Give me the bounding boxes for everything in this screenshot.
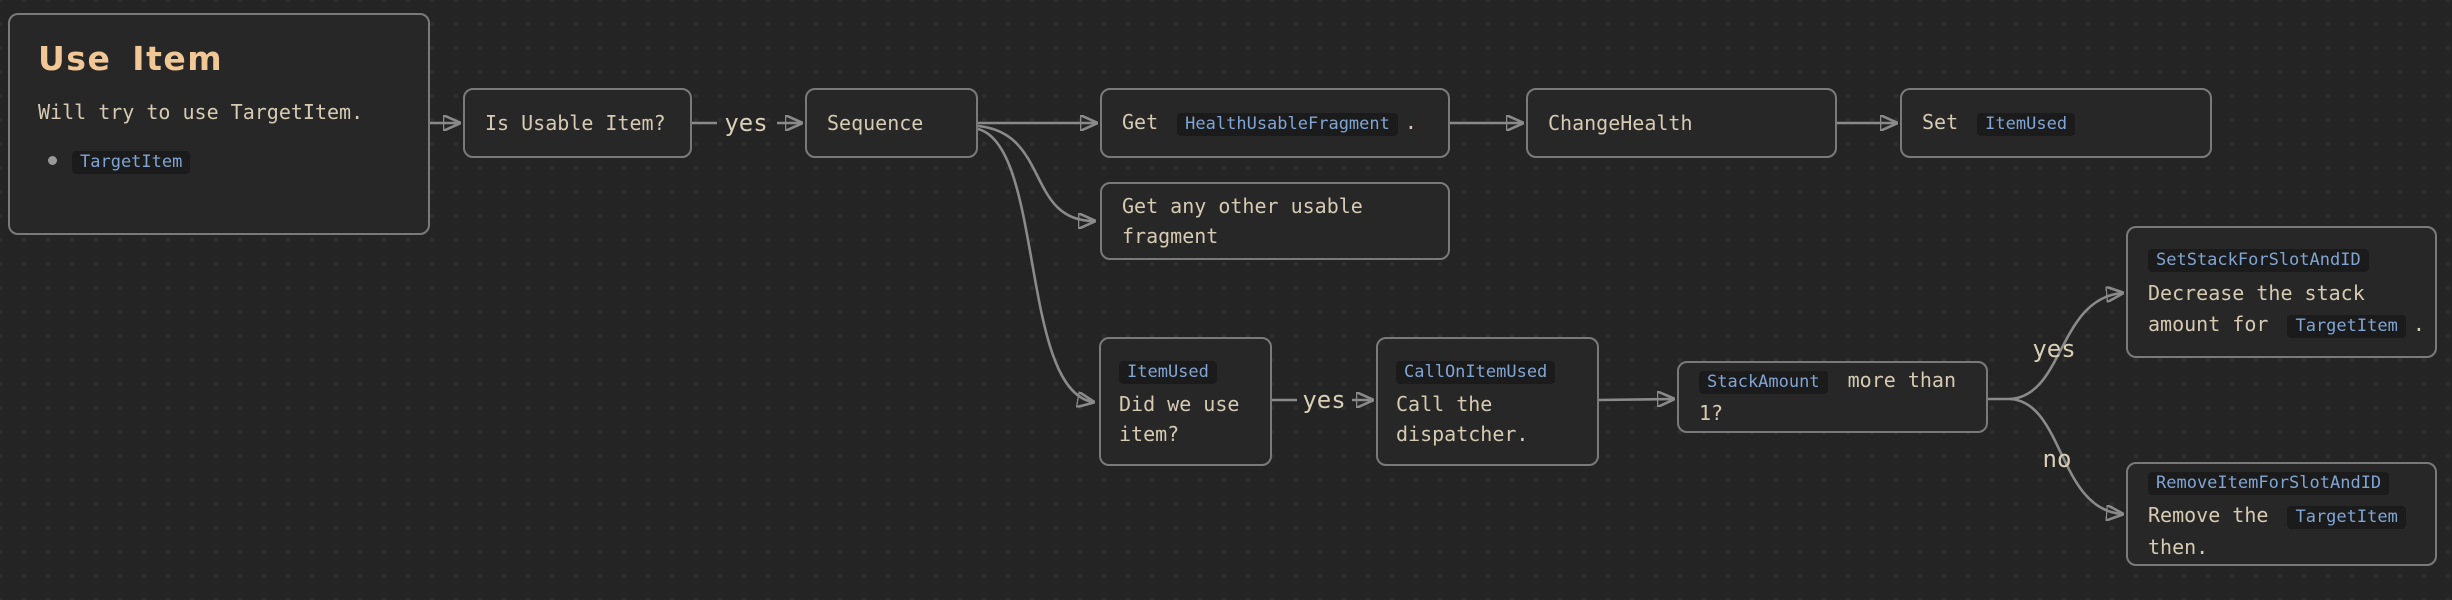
edge-label-yes-1: yes [724, 109, 768, 137]
node-label-line2: then. [2148, 535, 2209, 559]
node-label: ChangeHealth [1548, 111, 1693, 135]
edge-sequence-to-getanyother [977, 124, 1094, 221]
target-item-chip: TargetItem [2287, 506, 2406, 529]
node-label: Is Usable Item? [485, 111, 666, 135]
node-get-health-usable-fragment[interactable]: Get HealthUsableFragment. [1100, 88, 1450, 158]
node-set-item-used[interactable]: Set ItemUsed [1900, 88, 2212, 158]
node-label-line2: fragment [1122, 224, 1219, 248]
edge-sequence-to-itemused [977, 127, 1093, 402]
edge-label-yes-3: yes [2032, 335, 2076, 363]
node-item-used-question[interactable]: ItemUsed Did we use item? [1099, 337, 1272, 466]
node-label-line1: Decrease the stack [2148, 280, 2365, 305]
list-item: TargetItem [48, 148, 400, 174]
health-usable-fragment-chip: HealthUsableFragment [1177, 113, 1398, 136]
node-label-line1: Get any other usable [1122, 194, 1363, 218]
remove-item-chip: RemoveItemForSlotAndID [2148, 472, 2390, 495]
node-label-line2: dispatcher. [1396, 421, 1529, 446]
node-label-suffix: . [2412, 311, 2425, 336]
target-item-chip: TargetItem [72, 151, 191, 174]
stack-amount-chip: StackAmount [1699, 371, 1828, 394]
node-remove-item-for-slot[interactable]: RemoveItemForSlotAndID Remove the Target… [2126, 462, 2437, 566]
node-call-on-item-used[interactable]: CallOnItemUsed Call the dispatcher. [1376, 337, 1599, 466]
edge-label-yes-2: yes [1302, 386, 1346, 414]
edge-label-no-1: no [2042, 445, 2072, 473]
node-sequence[interactable]: Sequence [805, 88, 978, 158]
edge-callon-to-stackamount [1598, 399, 1673, 400]
item-used-chip: ItemUsed [1119, 360, 1217, 384]
node-label: Set [1922, 110, 1959, 134]
node-change-health[interactable]: ChangeHealth [1526, 88, 1837, 158]
node-set-stack-for-slot[interactable]: SetStackForSlotAndID Decrease the stack … [2126, 226, 2437, 358]
card-title: Use Item [38, 39, 224, 78]
set-stack-chip: SetStackForSlotAndID [2148, 248, 2369, 272]
node-is-usable-item[interactable]: Is Usable Item? [463, 88, 692, 158]
card-description: Will try to use TargetItem. [38, 100, 364, 124]
item-used-chip: ItemUsed [1977, 113, 2076, 136]
node-label-line2: amount for [2148, 311, 2269, 336]
node-label-line2: item? [1119, 421, 1180, 446]
node-label-line1: more than [1847, 368, 1957, 392]
target-item-chip: TargetItem [2287, 314, 2406, 338]
node-label-line2: 1? [1699, 401, 1724, 425]
node-get-any-other-fragment[interactable]: Get any other usable fragment [1100, 182, 1450, 260]
card-parameter-list: TargetItem [38, 148, 400, 174]
node-label-suffix: . [1404, 110, 1417, 134]
node-label-line1: Call the [1396, 391, 1493, 416]
call-on-item-used-chip: CallOnItemUsed [1396, 360, 1556, 384]
node-label: Sequence [827, 111, 924, 135]
node-label: Get [1122, 110, 1159, 134]
node-stack-amount-question[interactable]: StackAmount more than 1? [1677, 361, 1988, 433]
node-label-line1: Remove the [2148, 503, 2269, 527]
node-label-line1: Did we use [1119, 391, 1240, 416]
node-use-item-card[interactable]: Use Item Will try to use TargetItem. Tar… [8, 13, 430, 235]
bullet-icon [48, 156, 57, 165]
